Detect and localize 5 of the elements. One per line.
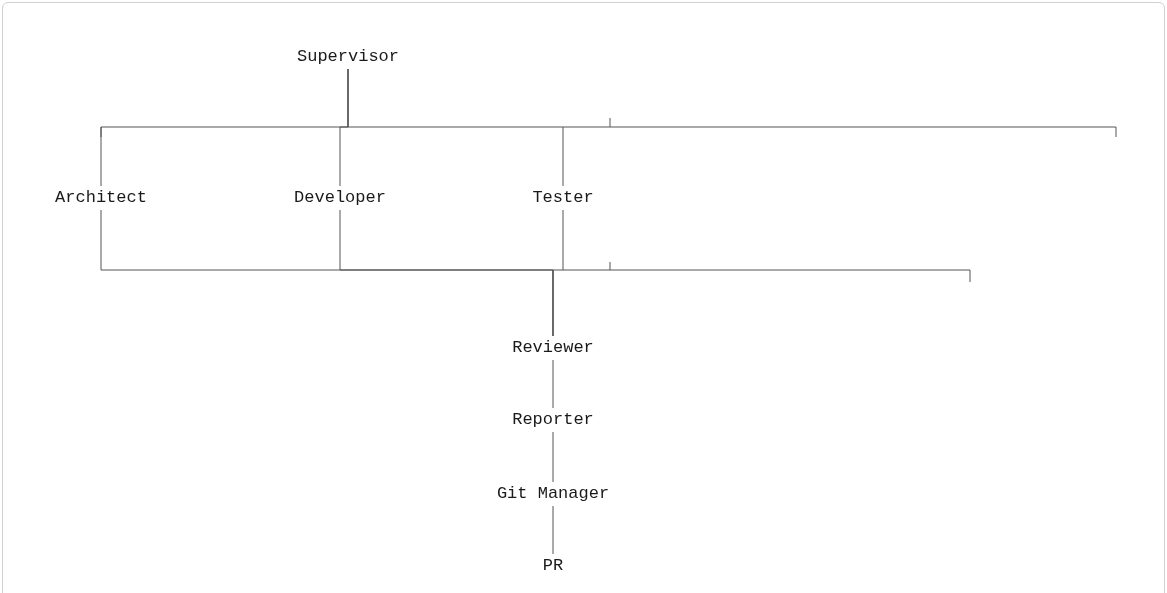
connector-line <box>552 359 554 409</box>
connector-line <box>347 68 564 187</box>
connector-line <box>552 209 564 337</box>
connector-line <box>552 431 554 483</box>
connector-line <box>552 505 554 555</box>
